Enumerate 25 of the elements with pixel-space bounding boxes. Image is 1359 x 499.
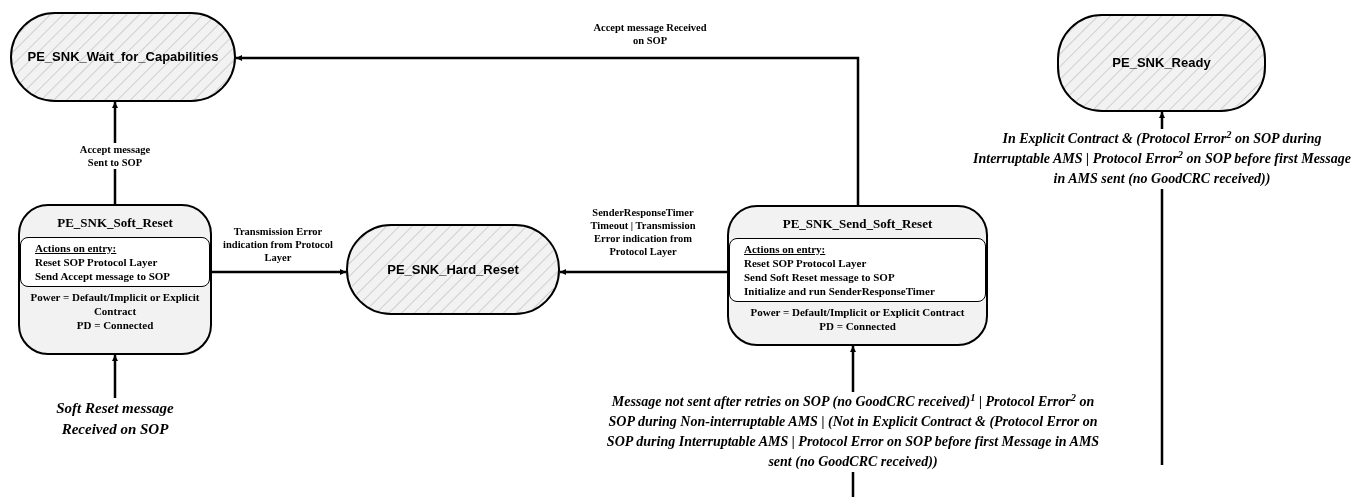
action-text: Send Soft Reset message to SOP [744, 269, 896, 284]
state-name: PE_SNK_Send_Soft_Reset [781, 215, 934, 233]
edge-label: Accept message Received on SOP [590, 21, 710, 47]
state-name: PE_SNK_Hard_Reset [387, 260, 519, 279]
actions-heading: Actions on entry: [744, 241, 827, 256]
edge-label: In Explicit Contract & (Protocol Error$^{2}$ on SOP during Interruptable AMS | Protocol Error$^{2}$ on SOP before first Message in AMS sent (no GoodCRC received)) [972, 129, 1352, 189]
arrow [212, 269, 346, 275]
action-text: Reset SOP Protocol Layer [35, 254, 159, 269]
state-name: PE_SNK_Ready [1112, 54, 1211, 73]
arrow [560, 269, 727, 275]
action-text: Initialize and run SenderResponseTimer [744, 283, 936, 298]
state-condition: Power = Default/Implicit or Explicit Contract [750, 304, 965, 319]
state-condition: Power = Default/Implicit or Explicit Contract [29, 289, 201, 318]
actions-heading: Actions on entry: [35, 240, 118, 255]
state-name: PE_SNK_Wait_for_Capabilities [27, 48, 219, 67]
action-text: Send Accept message to SOP [35, 268, 172, 283]
arrow [112, 355, 118, 398]
arrow [236, 55, 860, 205]
action-text: Reset SOP Protocol Layer [744, 255, 868, 270]
state-box [18, 204, 212, 355]
state-condition: PD = Connected [819, 318, 896, 333]
state-name: PE_SNK_Soft_Reset [56, 214, 174, 232]
state-condition: PD = Connected [76, 317, 154, 332]
trigger-text: Soft Reset message Received on SOP [35, 398, 195, 442]
state-box [727, 205, 988, 346]
